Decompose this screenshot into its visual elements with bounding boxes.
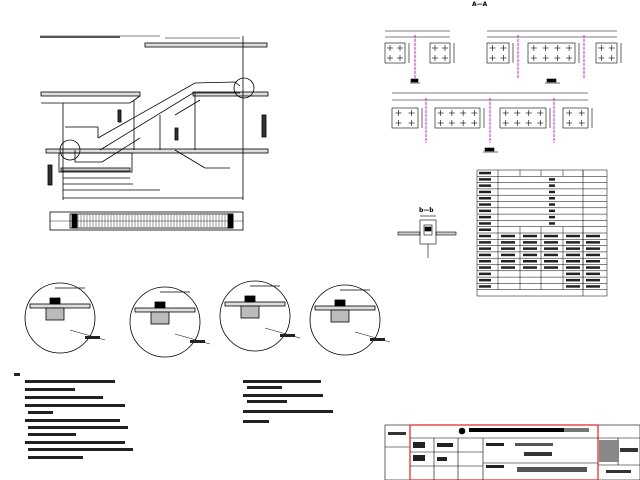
note-line — [28, 433, 76, 436]
note-line — [243, 380, 321, 383]
note-line — [247, 400, 287, 403]
section-b-b — [397, 215, 457, 258]
note-line — [25, 396, 103, 399]
escalator-elevation — [40, 35, 269, 231]
note-line — [25, 404, 125, 407]
parameter-table — [476, 169, 608, 297]
note-line — [28, 456, 83, 459]
note-line — [243, 410, 333, 413]
plan-sections — [384, 30, 622, 153]
note-line — [28, 411, 53, 414]
title-block — [384, 424, 640, 480]
note-line — [14, 373, 20, 376]
note-line — [28, 426, 128, 429]
section-b-b-label: b—b — [419, 207, 434, 214]
section-a-a-label: A—A — [472, 1, 488, 8]
note-line — [243, 394, 323, 397]
detail-circles — [24, 280, 391, 358]
note-line — [28, 448, 133, 451]
note-line — [25, 441, 125, 444]
note-line — [25, 380, 115, 383]
note-line — [25, 419, 120, 422]
note-line — [243, 420, 269, 423]
note-line — [247, 386, 282, 389]
note-line — [25, 388, 75, 391]
